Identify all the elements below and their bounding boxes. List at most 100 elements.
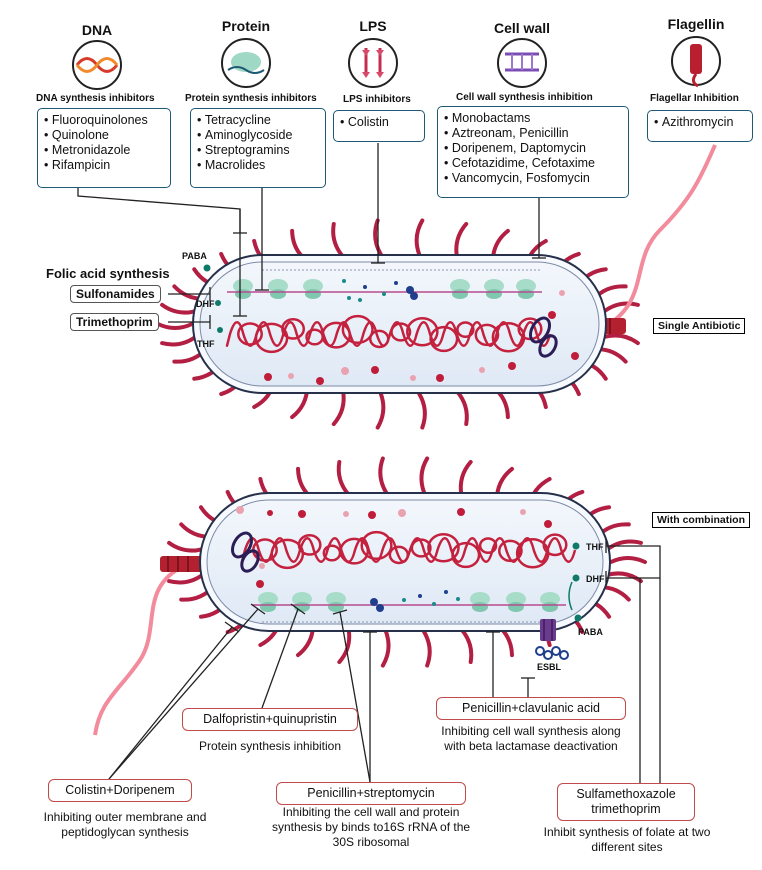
top-dhf-dot [215,300,221,306]
bottom-paba-dot [574,614,582,622]
pilus [160,334,198,347]
dna-drug-box: Fluoroquinolones Quinolone Metronidazole… [37,108,171,188]
granule [410,375,416,381]
protein-title: Protein [221,18,271,34]
pilus [336,459,351,497]
dna-icon [72,40,122,90]
cell-wall-icon [497,38,547,88]
esbl-label: ESBL [537,662,562,672]
cell-wall-drug: Monobactams [444,111,622,126]
dna-subtitle: DNA synthesis inhibitors [36,93,155,104]
bottom-thf-dot [572,542,580,550]
ribosome [540,592,560,606]
cell-wall-subtitle: Cell wall synthesis inhibition [456,92,593,103]
ribosome [235,289,251,299]
pilus [419,456,430,495]
lps-drug-box: Colistin [333,110,425,142]
ribosome [260,602,276,612]
top-chromosome [225,314,552,354]
single-antibiotic-label: Single Antibiotic [653,318,746,334]
granule [316,377,324,385]
dalfo-combo-desc: Protein synthesis inhibition [198,739,342,753]
dna-loop [225,321,552,347]
top-paba-label: PABA [182,251,207,261]
ribosome [305,289,321,299]
ribosome [484,279,504,293]
ribosome [328,602,344,612]
pilus [373,218,383,257]
granule [298,510,306,518]
ribosome [258,592,278,606]
flagellin-drug: Azithromycin [654,115,746,130]
pilus [375,391,386,430]
top-dhf-label: DHF [196,299,215,309]
protein-drug: Macrolides [197,158,319,173]
ribosome [470,592,490,606]
granule [256,580,264,588]
ribosome [294,602,310,612]
cell-wall-drug: Aztreonam, Penicillin [444,126,622,141]
granule [410,292,418,300]
granule [508,362,516,370]
cell-wall-drug: Cefotazidime, Cefotaxime [444,156,622,171]
folic-acid-title: Folic acid synthesis [46,266,170,281]
granule [394,281,398,285]
protein-drug: Streptogramins [197,143,319,158]
ribosome [450,279,470,293]
granule [382,292,386,296]
top-granules [264,279,579,385]
granule [236,506,244,514]
bottom-inhibition-lines [108,539,661,783]
bottom-plasmid [231,531,260,573]
pilus [458,459,473,497]
protein-drug: Tetracycline [197,113,319,128]
dna-drug: Quinolone [44,128,164,143]
dna-drug: Rifampicin [44,158,164,173]
penistrep-combo-desc: Inhibiting the cell wall and protein syn… [271,805,471,849]
top-thf-label: THF [197,339,215,349]
pilus [422,629,432,668]
granule [479,367,485,373]
granule [559,290,565,296]
pilus [160,302,198,315]
flagellin-icon [671,36,721,88]
pilus [380,629,391,668]
pilus [167,540,205,553]
colidori-combo-desc: Inhibiting outer membrane and peptidogly… [43,810,207,839]
dalfo-combo-box: Dalfopristin+quinupristin [182,708,358,731]
dna-drug: Metronidazole [44,143,164,158]
granule [457,508,465,516]
cell-wall-drug-box: Monobactams Aztreonam, Penicillin Doripe… [437,106,629,198]
granule [544,520,552,528]
granule [444,590,448,594]
ribosome [303,279,323,293]
ribosome [518,289,534,299]
bottom-flagellar-motor [160,556,206,572]
granule [370,598,378,606]
pilus [605,539,643,552]
ribosome [508,602,524,612]
granule [548,311,556,319]
protein-drug-box: Tetracycline Aminoglycoside Streptogrami… [190,108,326,188]
bottom-thf-label: THF [586,542,604,552]
granule [376,604,384,612]
cell-wall-drug: Doripenem, Daptomycin [444,141,622,156]
bottom-dhf-label: DHF [586,574,605,584]
granule [398,509,406,517]
pilus [378,456,388,495]
top-thf-dot [217,327,223,333]
pilus [417,391,427,430]
pilus [609,556,647,564]
lps-subtitle: LPS inhibitors [343,94,411,105]
bottom-chromosome [240,530,577,570]
pilus [605,571,643,584]
granule [456,597,460,601]
granule [358,298,362,302]
ribosome [486,289,502,299]
top-flagellum [604,144,717,328]
dna-title: DNA [81,22,113,38]
granule [406,286,414,294]
pilus [331,221,346,259]
lps-icon [348,38,398,88]
sulfa-combo-desc: Inhibit synthesis of folate at two diffe… [543,825,711,854]
